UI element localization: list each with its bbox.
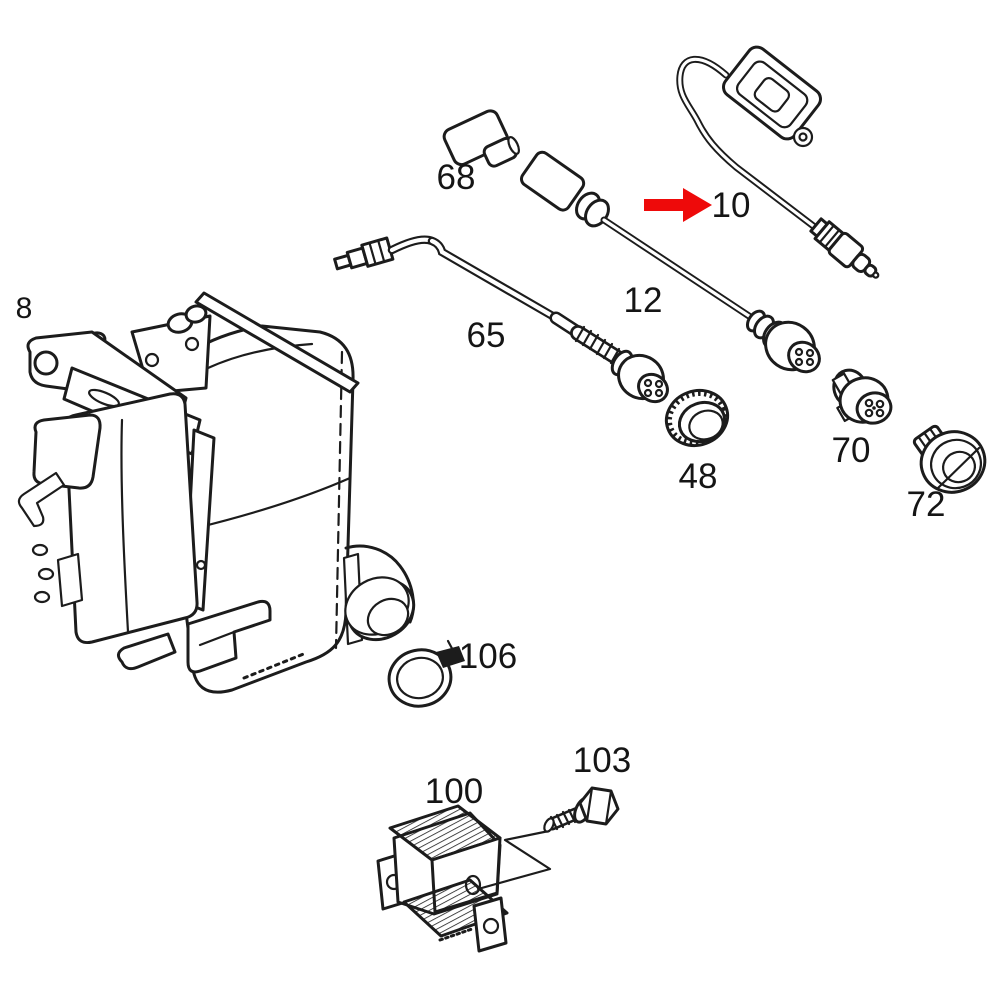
- part-70-drawing: [831, 368, 893, 425]
- part-8-drawing: [17, 291, 416, 694]
- part-48-label: 48: [679, 457, 718, 496]
- part-10-label: 10: [712, 186, 751, 225]
- part-10-drawing: [676, 45, 880, 279]
- part-12-drawing: [519, 150, 821, 374]
- part-106-drawing: [387, 639, 465, 708]
- part-12-label: 12: [624, 281, 663, 320]
- part-72-label: 72: [907, 485, 946, 524]
- part-65-label: 65: [467, 316, 506, 355]
- part-8-label: 8: [16, 292, 33, 325]
- part-100-label: 100: [425, 772, 483, 811]
- part-100-drawing: [376, 804, 509, 953]
- highlight-arrow-icon: [644, 188, 712, 222]
- part-68-label: 68: [437, 158, 476, 197]
- part-70-label: 70: [832, 431, 871, 470]
- part-68-drawing: [442, 109, 520, 168]
- part-106-label: 106: [459, 637, 517, 676]
- part-103-label: 103: [573, 741, 631, 780]
- part-65-drawing: [333, 235, 669, 404]
- part-72-drawing: [912, 424, 987, 494]
- part-48-drawing: [664, 389, 730, 447]
- part-103-drawing: [476, 786, 620, 891]
